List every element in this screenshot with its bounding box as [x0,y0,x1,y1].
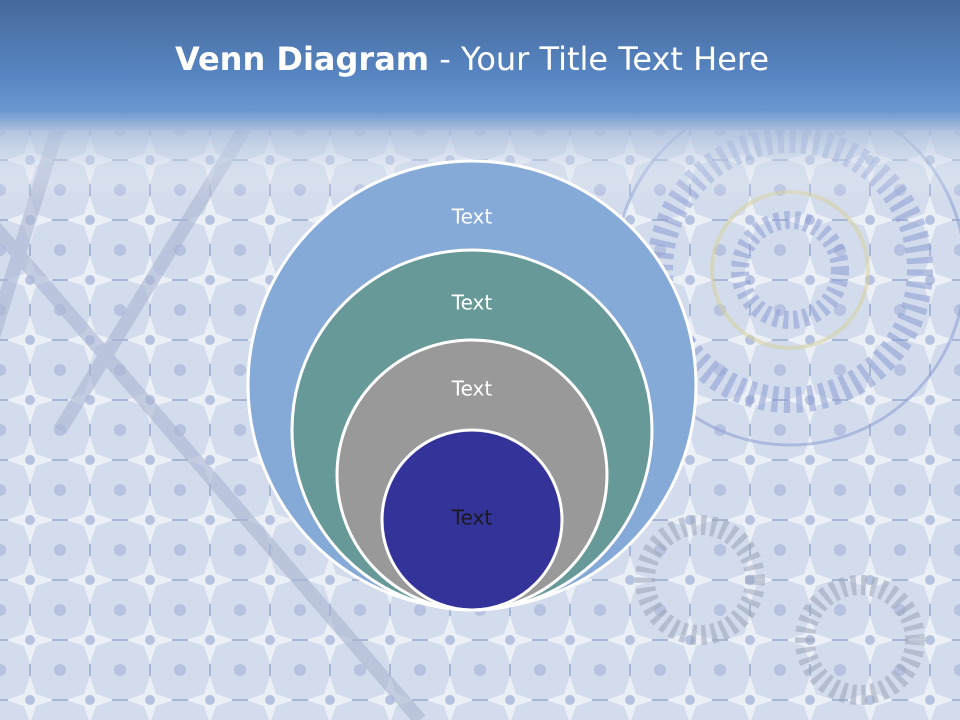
title-bold-text: Venn Diagram [174,40,430,78]
title-banner: Venn Diagram - Your Title Text Here [0,0,960,130]
title-rest-text: - Your Title Text Here [429,40,770,78]
circle-inner[interactable] [380,428,564,612]
circle-third-label: Text [451,377,493,401]
circle-inner-label: Text [451,506,493,530]
circle-outer-label: Text [451,205,493,229]
circle-second-label: Text [451,291,493,315]
slide-title[interactable]: Venn Diagram - Your Title Text Here [0,40,944,78]
